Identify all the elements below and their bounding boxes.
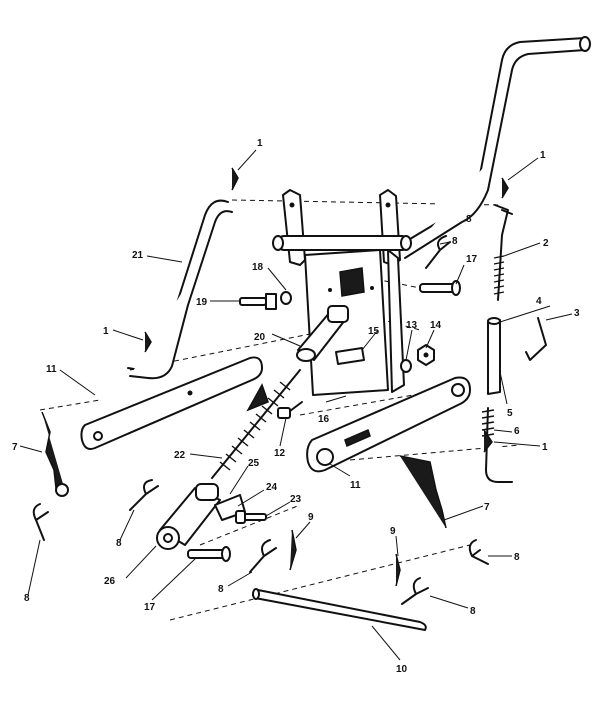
callout-19: 19 [196,297,208,308]
callout-9-left: 9 [308,512,314,523]
yoke-26 [156,483,221,550]
callout-24: 24 [266,482,278,493]
connecting-rod-21 [127,199,233,380]
callout-17-lower: 17 [144,602,156,613]
callout-8-bottom-right: 8 [470,606,476,617]
lift-link-right [306,376,471,473]
callout-20: 20 [254,332,266,343]
cotter-pin-1-left [144,331,152,353]
callout-26: 26 [104,576,116,587]
cotter-pin-1-top-left [231,167,239,191]
callout-10: 10 [396,664,408,675]
rod-2 [493,204,513,301]
trunnion-20 [296,305,349,362]
callout-12: 12 [274,448,286,459]
callout-13: 13 [406,320,418,331]
bolt-19 [239,293,277,310]
rod-2-thread [493,255,505,295]
callout-3: 3 [574,308,580,319]
cotter-pin-1-top-right [501,177,509,199]
chain-7-left [41,411,69,497]
callout-2: 2 [543,238,549,249]
plate-15 [335,347,365,365]
callout-8-left: 8 [116,538,122,549]
tube-4 [487,317,501,395]
callout-5: 5 [507,408,513,419]
adjusting-rod-22 [211,369,301,479]
callout-9-right: 9 [390,526,396,537]
callout-1-top-right: 1 [540,150,546,161]
callout-1-top-left: 1 [257,138,263,149]
axle-10 [252,588,427,631]
callout-7-right: 7 [484,502,490,513]
lift-link-left [80,356,263,450]
spring-9-right [395,553,401,587]
callout-21: 21 [132,250,144,261]
callout-15: 15 [368,326,380,337]
callout-18: 18 [252,262,264,273]
hairpin-clip-8-upper [425,235,451,269]
hairpin-clip-8-right [468,539,489,565]
callout-25: 25 [248,458,260,469]
callout-23: 23 [290,494,302,505]
callout-1-right: 1 [542,442,548,453]
clevis-pin-17-upper [419,280,461,296]
callout-8-upper: 8 [466,214,472,225]
callout-4: 4 [536,296,542,307]
bolt-23 [235,510,267,524]
callout-16: 16 [318,414,330,425]
hairpin-clip-8-left [129,479,159,511]
hairpin-clip-8-bottom-right [401,577,429,605]
callout-1-left: 1 [103,326,109,337]
callout-8-mid-right: 8 [452,236,458,247]
callout-22: 22 [174,450,186,461]
callout-8-right: 8 [514,552,520,563]
leader-lines [19,149,573,661]
callout-8-bottom-left: 8 [24,593,30,604]
callout-labels: 1 1 1 1 2 3 4 5 6 7 7 8 8 8 8 8 8 8 9 9 … [12,138,580,675]
washer-18 [280,291,292,305]
lift-handle [399,36,591,259]
callout-14: 14 [430,320,442,331]
callout-8-center: 8 [218,584,224,595]
hairpin-clip-8-center [249,539,277,573]
callout-11-right: 11 [350,480,361,491]
chain-7-right [399,455,447,529]
lift-frame [272,189,412,396]
nut-14 [417,344,435,366]
callout-6: 6 [514,426,520,437]
spring-clip-3 [525,317,547,361]
washer-13 [400,359,412,373]
hairpin-clip-8-bottom-left [32,503,49,541]
bolt-12 [277,401,303,419]
spring-9-left [289,529,297,571]
callout-7-left: 7 [12,442,18,453]
callout-11-left: 11 [46,364,57,375]
adjusting-rod-22-thread [219,381,291,471]
cotter-pin-1-right [483,429,493,453]
clevis-pin-17-lower [187,546,231,562]
callout-17-upper: 17 [466,254,478,265]
